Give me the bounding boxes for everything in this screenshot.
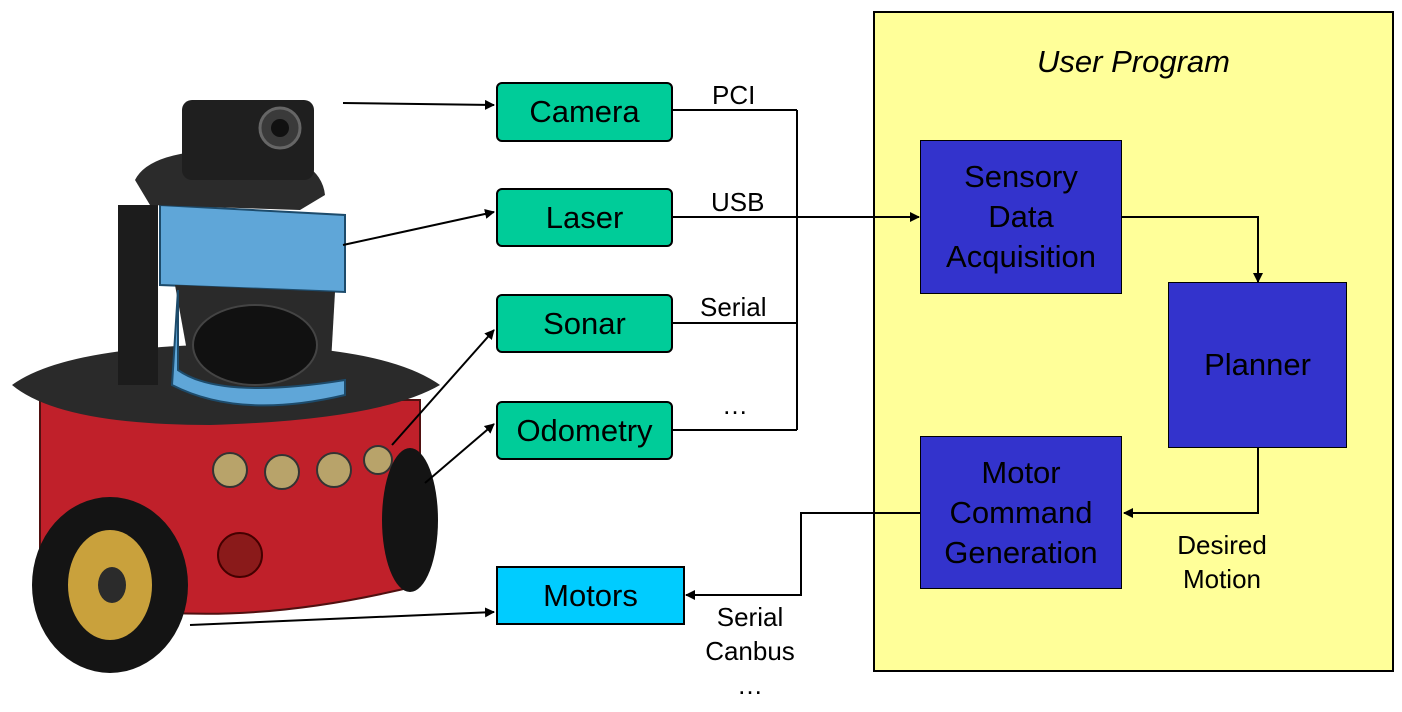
motor-command-line-3: Generation [944,534,1098,570]
motor-command-generation-box: Motor Command Generation [920,436,1122,589]
usb-label: USB [711,187,765,217]
sonar-box: Sonar [496,294,673,353]
motors-box: Motors [496,566,685,625]
sonar-label: Sonar [543,305,626,341]
sensory-data-acquisition-box: Sensory Data Acquisition [920,140,1122,294]
acquisition-line-2: Data [988,199,1054,234]
planner-to-motor-command-arrow [1123,448,1259,518]
robot-to-sonar-arrow [391,329,495,446]
user-program-title: User Program [1037,44,1230,79]
robot-to-motors-arrow [189,607,495,626]
motor-command-line-2: Command [949,494,1093,530]
motor-more-label: … [737,670,763,700]
camera-label: Camera [529,94,640,129]
motor-serial-label: Serial [716,602,784,632]
camera-box: Camera [496,82,673,142]
odometry-label: Odometry [516,412,653,448]
pci-label: PCI [712,80,756,110]
acquisition-line-3: Acquisition [946,239,1096,274]
acquisition-line-1: Sensory [964,159,1078,194]
robot-to-laser-arrow [342,209,495,246]
more-interfaces-label: … [722,390,748,420]
robot-to-camera-arrow [342,99,495,110]
planner-label: Planner [1204,347,1311,382]
motor-interface-labels: Serial Canbus … [690,600,810,702]
desired-motion-label: Desired Motion [1152,528,1292,596]
motor-command-to-motors-arrow [685,512,920,600]
motors-label: Motors [543,577,638,613]
laser-label: Laser [545,199,624,235]
odometry-box: Odometry [496,401,673,460]
acquisition-to-planner-arrow [1122,216,1263,283]
planner-box: Planner [1168,282,1347,448]
serial-label: Serial [700,292,767,322]
robot-to-odometry-arrow [424,423,495,484]
laser-box: Laser [496,188,673,247]
desired-motion-line-1: Desired [1177,530,1267,560]
motor-command-line-1: Motor [981,454,1061,490]
desired-motion-line-2: Motion [1182,564,1262,594]
motor-canbus-label: Canbus [705,636,795,666]
